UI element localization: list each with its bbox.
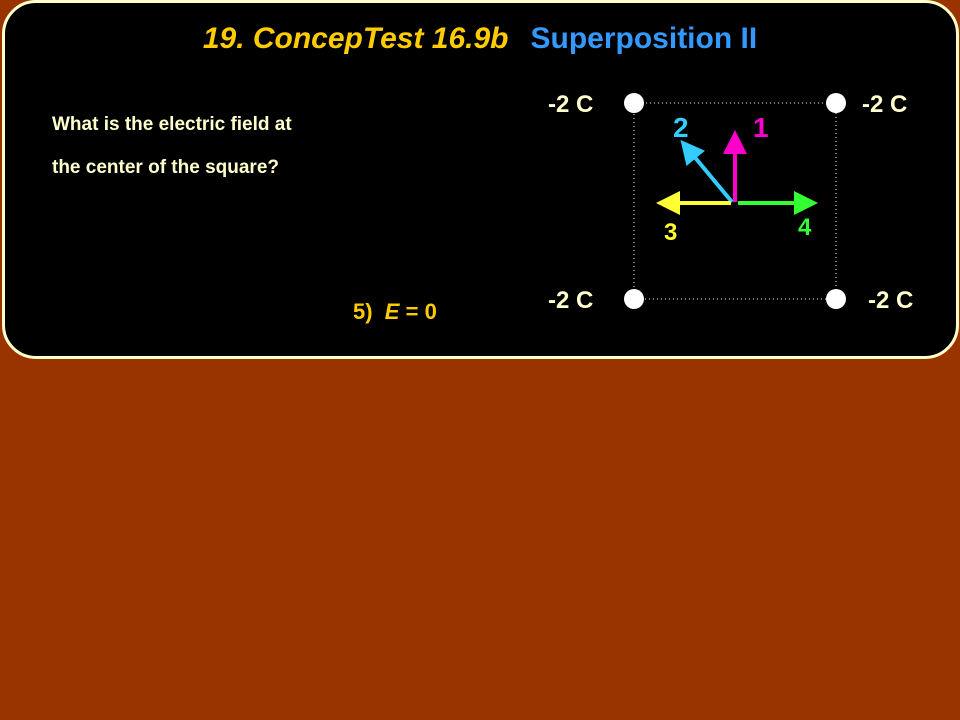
vector-label-2: 2 — [673, 112, 689, 143]
title-topic: Superposition II — [530, 22, 758, 55]
field-vector-2 — [680, 139, 734, 204]
answer-text: 5) E = 0 — [353, 299, 437, 325]
charge-label-top-right: -2 C — [862, 91, 907, 118]
title-concept-test: 19. ConcepTest 16.9b — [202, 22, 509, 55]
charge-label-top-left: -2 C — [548, 91, 593, 118]
vector-label-1: 1 — [753, 112, 769, 143]
charge-label-bottom-right: -2 C — [868, 287, 913, 314]
square-outline — [633, 102, 837, 300]
question-line-1: What is the electric field at — [52, 114, 292, 135]
slide-title: 19. ConcepTest 16.9b Superposition II — [0, 22, 960, 56]
charge-label-bottom-left: -2 C — [548, 287, 593, 314]
answer-value: = 0 — [405, 299, 437, 324]
answer-symbol: E — [384, 299, 400, 324]
slide-panel — [2, 0, 959, 359]
question-line-2: the center of the square? — [52, 157, 279, 178]
vector-label-4: 4 — [798, 214, 812, 241]
charge-dot-bottom-right — [826, 289, 846, 309]
charge-dot-bottom-left — [624, 289, 644, 309]
charge-dot-top-left — [624, 93, 644, 113]
vector-label-3: 3 — [664, 219, 677, 246]
answer-number: 5) — [353, 299, 373, 324]
charge-dot-top-right — [826, 93, 846, 113]
